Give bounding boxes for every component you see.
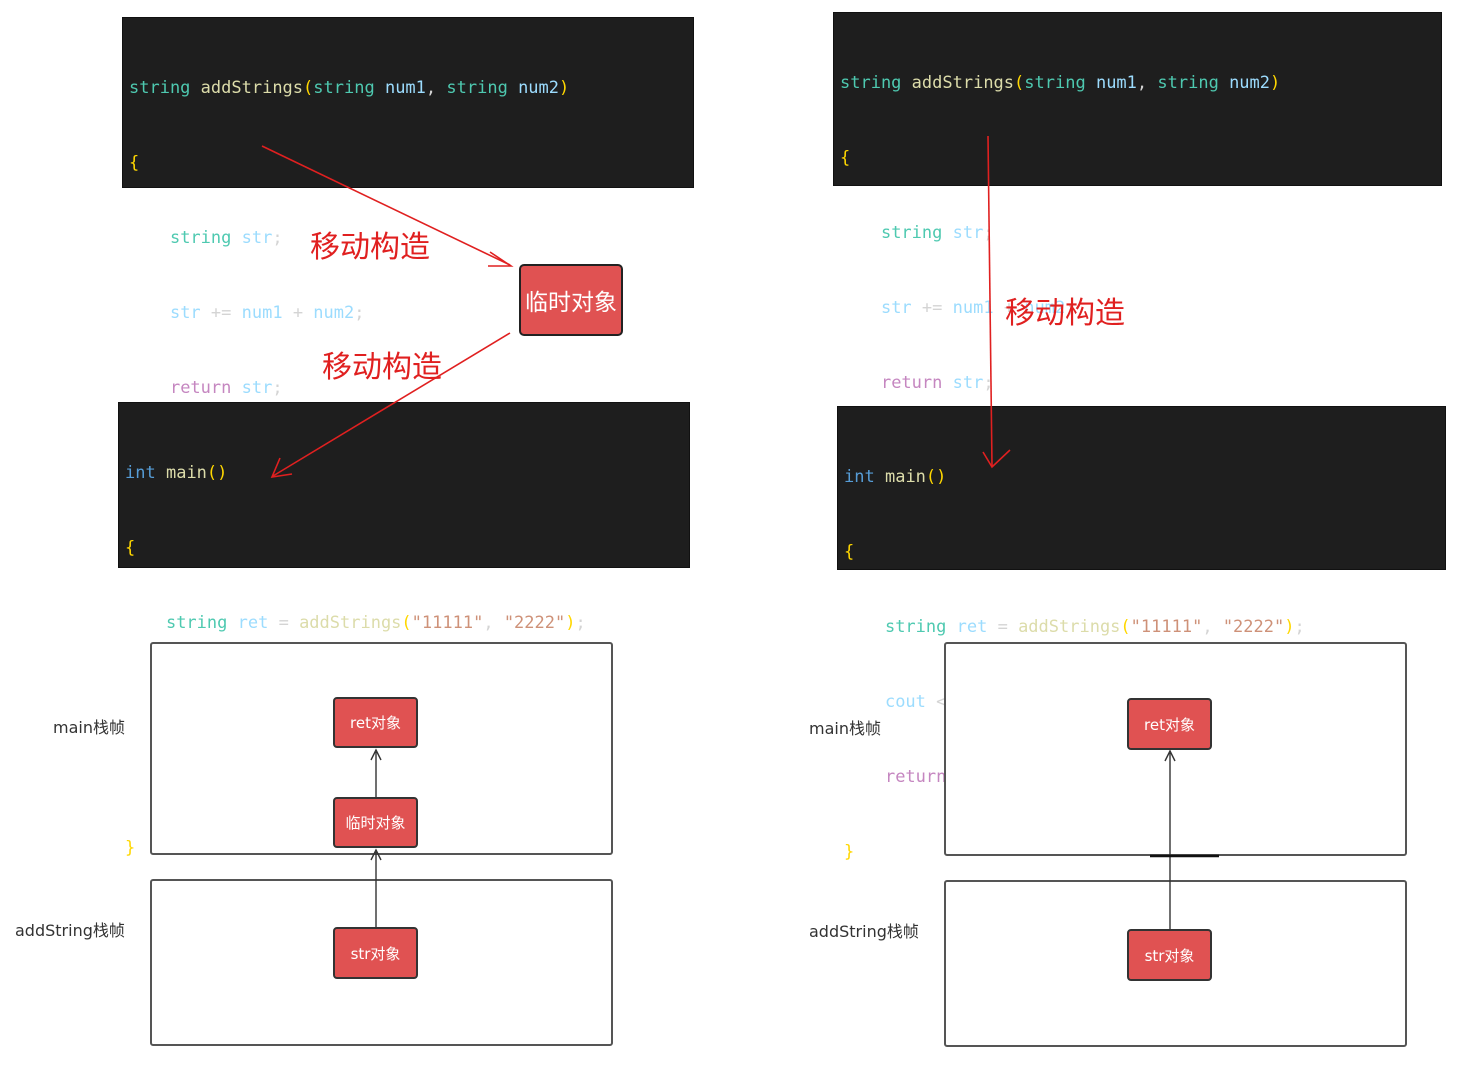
code-token: + [282, 303, 314, 323]
code-token: string [840, 73, 902, 93]
code-token: num2 [1229, 73, 1271, 93]
left-move-arrow-1 [261, 145, 511, 266]
code-token: string [313, 78, 375, 98]
code-token: str [241, 228, 273, 248]
code-token: string [884, 617, 947, 637]
left-stack-arrowhead-1 [370, 748, 382, 761]
code-token: "2222" [1222, 617, 1285, 637]
code-token: str [169, 303, 201, 323]
left-stack-arrowhead-2 [370, 848, 382, 861]
left-move-arrowhead-1 [488, 251, 514, 267]
code-token: num1 [952, 298, 994, 318]
code-token: num1 [384, 78, 426, 98]
code-token: { [840, 148, 851, 168]
code-token: string [446, 78, 508, 98]
right-main-frame-label: main栈帧 [809, 719, 881, 738]
code-token: num2 [1024, 298, 1066, 318]
code-token: main [165, 463, 207, 483]
code-token: { [129, 153, 140, 173]
code-token: "11111" [1130, 617, 1203, 637]
left-main-frame-label: main栈帧 [53, 718, 125, 737]
code-token: "2222" [503, 613, 566, 633]
code-token: int [844, 467, 875, 487]
right-move-arrow [987, 135, 993, 467]
right-stack-arrowhead [1164, 749, 1176, 762]
code-token: += [200, 303, 242, 323]
code-token: addStrings [1018, 617, 1121, 637]
code-token: string [169, 228, 232, 248]
code-token: string [1024, 73, 1086, 93]
right-addstrings-code-block: string addStrings(string num1, string nu… [833, 12, 1442, 468]
left-move-label-2: 移动构造 [322, 350, 442, 385]
left-move-label-1: 移动构造 [310, 230, 430, 265]
code-token: string [129, 78, 191, 98]
code-token: { [844, 542, 855, 562]
code-token: addStrings [911, 73, 1015, 93]
left-temp-object: 临时对象 [333, 797, 418, 848]
code-token: str [880, 298, 912, 318]
code-token: += [911, 298, 953, 318]
left-addstring-frame [150, 879, 613, 1046]
code-token: return [169, 378, 232, 398]
code-token: num1 [241, 303, 283, 323]
code-token: string [165, 613, 228, 633]
left-addstring-frame-label: addString栈帧 [15, 921, 125, 940]
code-token: return [884, 767, 947, 787]
code-token: addStrings [299, 613, 402, 633]
left-move-arrowhead-2 [270, 457, 293, 479]
code-token: cout [884, 692, 926, 712]
code-token: str [241, 378, 273, 398]
code-token: } [844, 842, 855, 862]
left-addstrings-code-block: string addStrings(string num1, string nu… [122, 17, 694, 473]
code-token: { [125, 538, 136, 558]
left-ret-object: ret对象 [333, 697, 418, 748]
code-token: addStrings [200, 78, 304, 98]
left-move-arrow-2 [272, 332, 511, 477]
code-token: str [952, 373, 984, 393]
code-token: ret [956, 617, 988, 637]
code-token: num2 [313, 303, 355, 323]
code-token: return [880, 373, 943, 393]
code-token: string [1157, 73, 1219, 93]
code-token: num2 [518, 78, 560, 98]
code-token: string [880, 223, 943, 243]
temp-object-box: 临时对象 [519, 264, 623, 336]
right-str-object: str对象 [1127, 929, 1212, 981]
code-token: int [125, 463, 156, 483]
code-token: "11111" [411, 613, 484, 633]
left-main-frame [150, 642, 613, 855]
left-str-object: str对象 [333, 927, 418, 979]
code-token: } [125, 838, 136, 858]
code-token: ret [237, 613, 269, 633]
code-token: str [952, 223, 984, 243]
right-move-label: 移动构造 [1005, 296, 1125, 331]
code-token: num1 [1095, 73, 1137, 93]
code-token: + [993, 298, 1025, 318]
code-token: main [884, 467, 926, 487]
right-addstring-frame-label: addString栈帧 [809, 922, 919, 941]
right-ret-object: ret对象 [1127, 698, 1212, 750]
right-move-arrowhead [982, 449, 1011, 469]
